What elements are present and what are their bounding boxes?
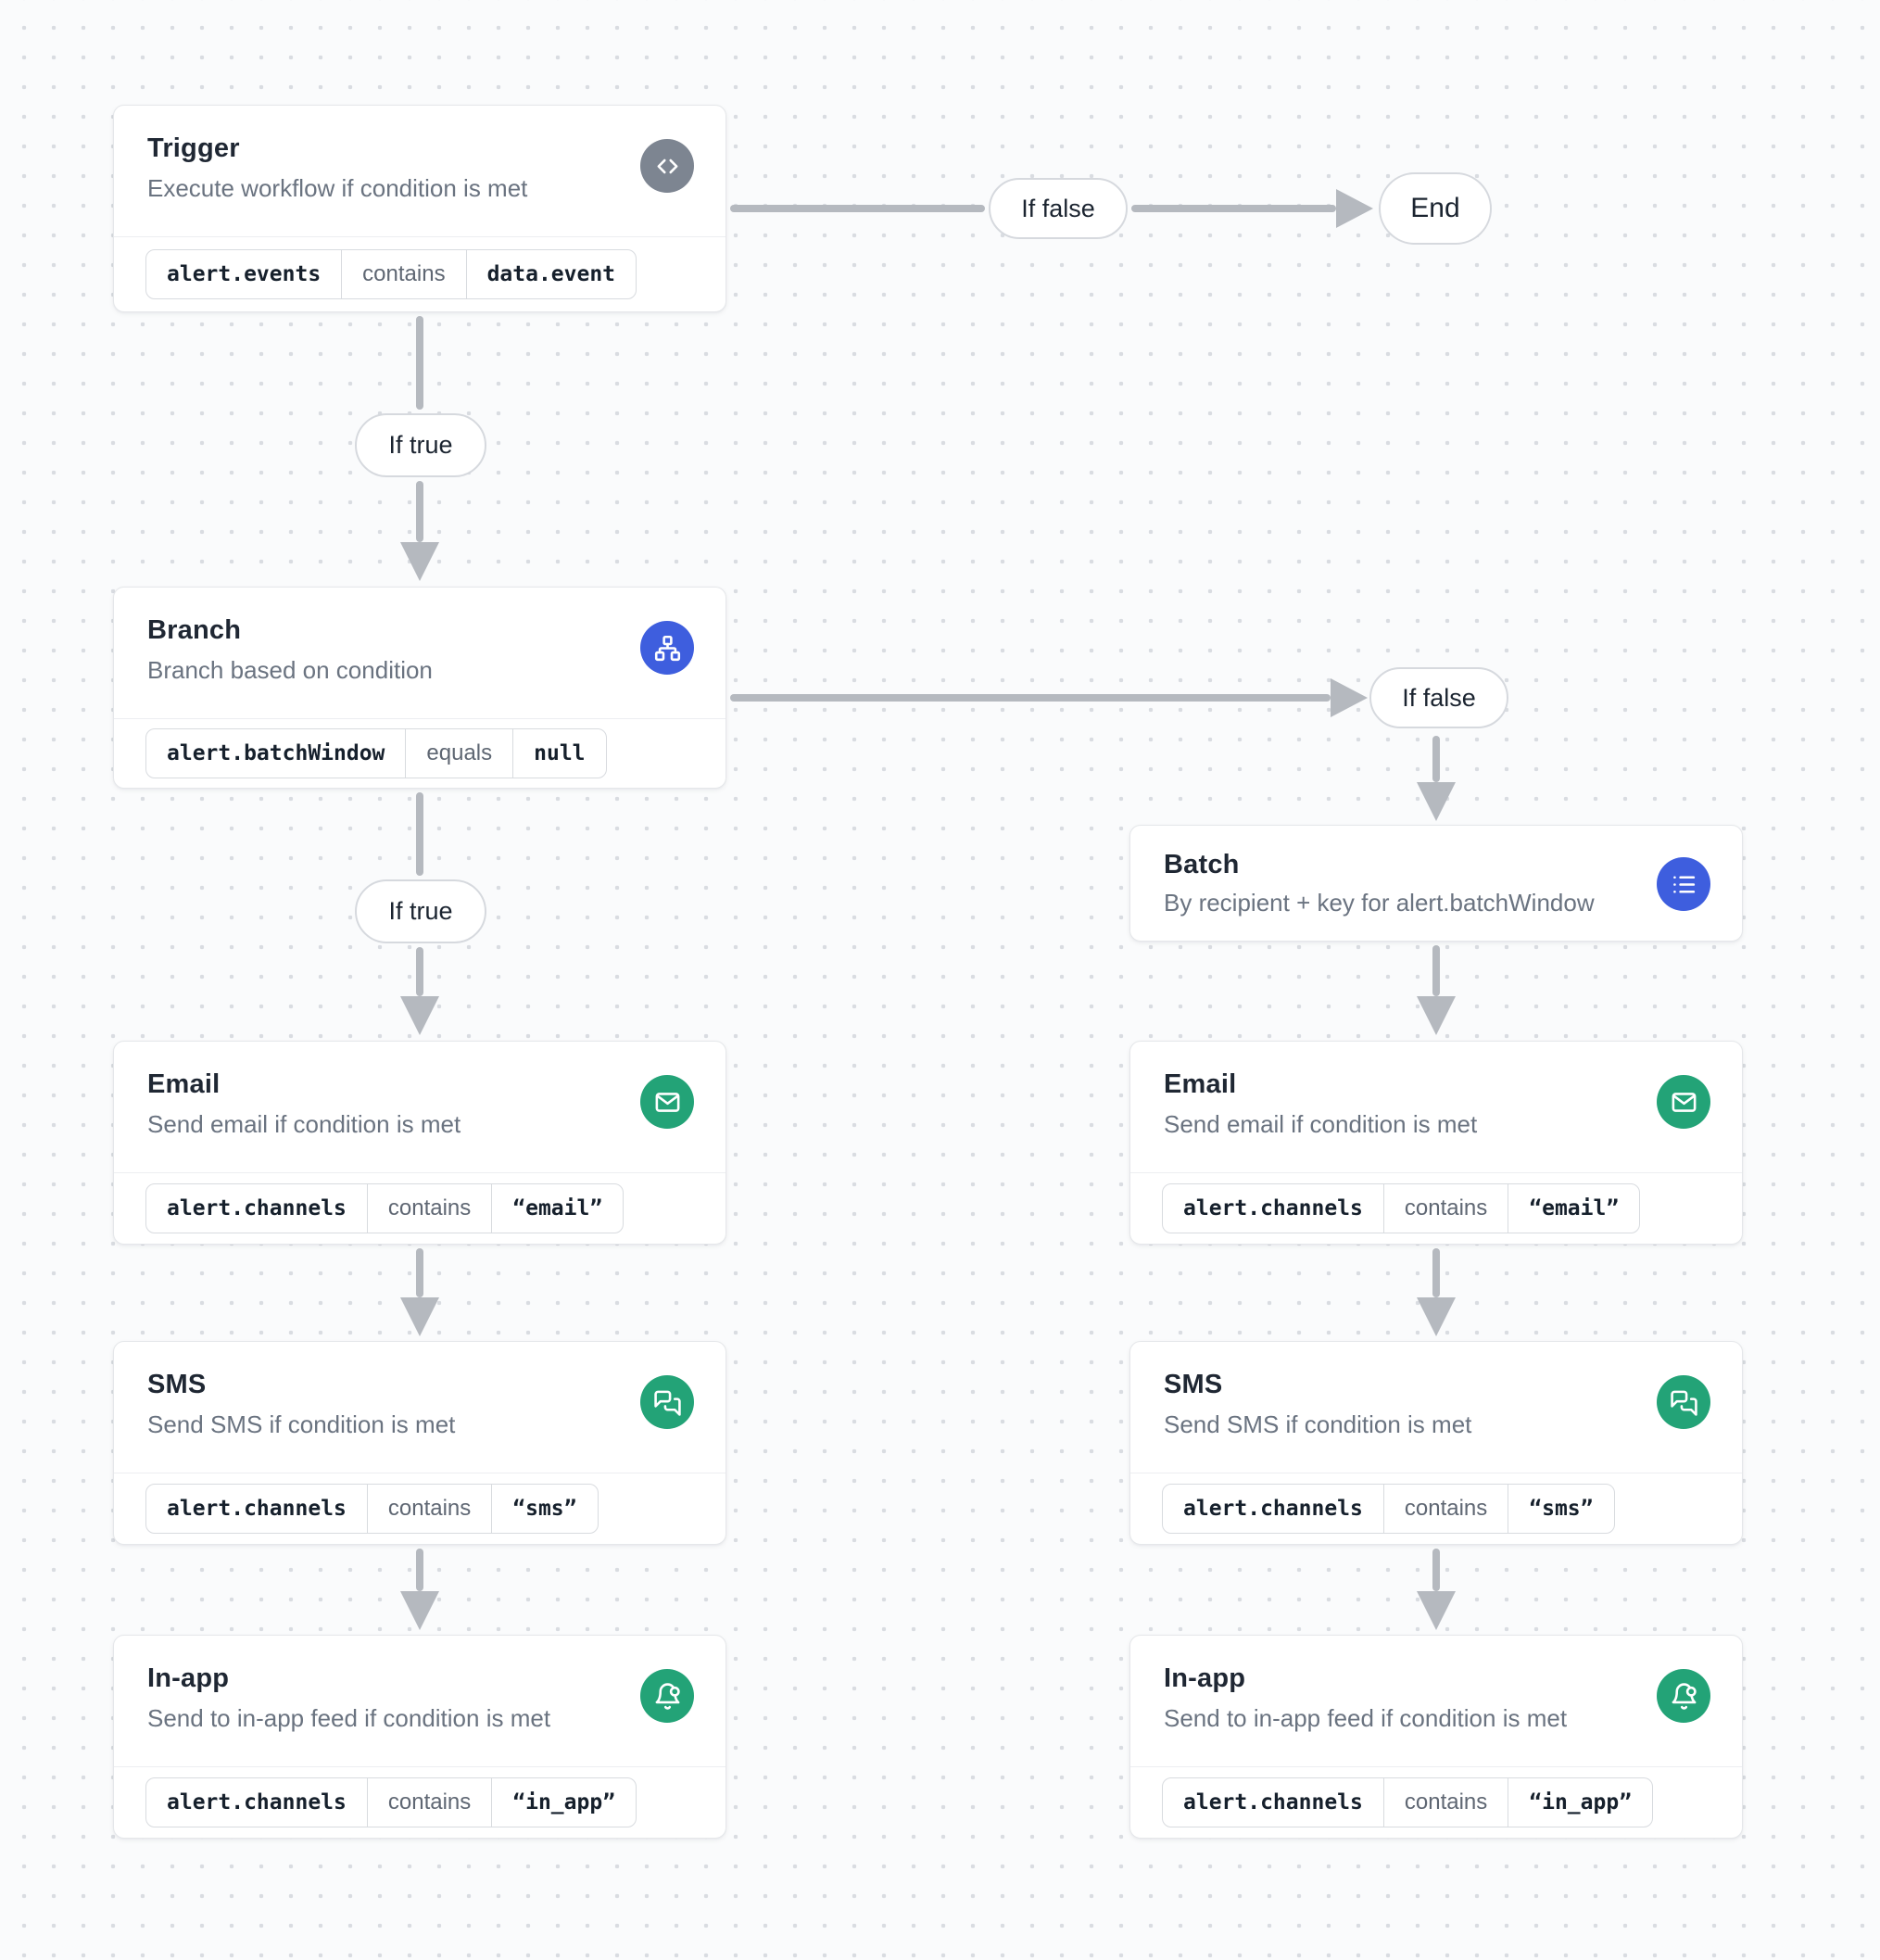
node-email-true[interactable]: Email Send email if condition is met ale… (113, 1041, 726, 1245)
edge-iftrue-to-email (416, 947, 423, 996)
condition-field: alert.events (167, 262, 322, 286)
condition-chip-group: alert.channels contains “sms” (1162, 1484, 1615, 1534)
node-title: In-app (1164, 1663, 1246, 1693)
condition-operator: contains (1382, 1184, 1508, 1233)
condition-operator: equals (405, 729, 512, 778)
arrowhead-to-inapp-left (400, 1591, 439, 1630)
sitemap-icon (640, 621, 694, 675)
edge-iffalse-to-batch (1432, 736, 1440, 782)
node-end[interactable]: End (1379, 172, 1492, 245)
node-inapp-true[interactable]: In-app Send to in-app feed if condition … (113, 1635, 726, 1839)
node-subtitle: Send email if condition is met (1164, 1110, 1478, 1138)
condition-field: alert.channels (167, 1790, 347, 1815)
node-batch[interactable]: Batch By recipient + key for alert.batch… (1129, 825, 1743, 942)
node-title: In-app (147, 1663, 230, 1693)
arrowhead-to-batch (1417, 782, 1456, 821)
node-subtitle: Execute workflow if condition is met (147, 174, 528, 202)
node-trigger[interactable]: Trigger Execute workflow if condition is… (113, 105, 726, 312)
condition-value: data.event (465, 250, 636, 298)
node-subtitle: Send SMS if condition is met (1164, 1410, 1472, 1438)
edge-email-to-sms-right (1432, 1248, 1440, 1297)
condition-chip-group: alert.batchWindow equals null (145, 728, 607, 778)
condition-field: alert.channels (167, 1196, 347, 1220)
node-sms-false[interactable]: SMS Send SMS if condition is met alert.c… (1129, 1341, 1743, 1545)
messages-icon (640, 1375, 694, 1429)
arrowhead-to-branch (400, 542, 439, 581)
arrowhead-to-email-left (400, 996, 439, 1035)
node-title: SMS (1164, 1370, 1223, 1399)
mail-icon (640, 1075, 694, 1129)
condition-field: alert.channels (1183, 1790, 1363, 1815)
condition-operator: contains (1382, 1485, 1508, 1533)
condition-field: alert.channels (167, 1497, 347, 1521)
condition-value: “email” (491, 1184, 623, 1233)
condition-operator: contains (1382, 1778, 1508, 1827)
condition-operator: contains (366, 1485, 491, 1533)
condition-chip-group: alert.channels contains “email” (1162, 1183, 1641, 1233)
edge-iftrue-to-branch (416, 481, 423, 542)
node-title: Email (1164, 1069, 1237, 1099)
condition-value: “in_app” (491, 1778, 636, 1827)
condition-chip-group: alert.channels contains “email” (145, 1183, 625, 1233)
node-title: SMS (147, 1370, 207, 1399)
arrowhead-to-iffalse (1331, 678, 1368, 717)
node-email-false[interactable]: Email Send email if condition is met ale… (1129, 1041, 1743, 1245)
condition-value: “sms” (491, 1485, 597, 1533)
bell-dot-icon (640, 1669, 694, 1723)
edge-label-if-true-top: If true (355, 413, 486, 477)
condition-operator: contains (366, 1184, 491, 1233)
code-icon (640, 139, 694, 193)
condition-value: “in_app” (1508, 1778, 1652, 1827)
edge-sms-to-inapp-right (1432, 1549, 1440, 1591)
condition-value: null (512, 729, 605, 778)
edge-batch-to-email (1432, 945, 1440, 996)
mail-icon (1657, 1075, 1710, 1129)
node-subtitle: Send to in-app feed if condition is met (147, 1704, 551, 1732)
node-title: Batch (1164, 849, 1240, 879)
node-sms-true[interactable]: SMS Send SMS if condition is met alert.c… (113, 1341, 726, 1545)
condition-chip-group: alert.channels contains “in_app” (145, 1777, 637, 1827)
condition-value: “sms” (1508, 1485, 1613, 1533)
node-subtitle: By recipient + key for alert.batchWindow (1164, 888, 1595, 917)
arrowhead-to-inapp-right (1417, 1591, 1456, 1630)
node-subtitle: Send to in-app feed if condition is met (1164, 1704, 1568, 1732)
node-branch[interactable]: Branch Branch based on condition alert.b… (113, 587, 726, 789)
arrowhead-to-sms-left (400, 1297, 439, 1336)
bell-dot-icon (1657, 1669, 1710, 1723)
edge-branch-to-iffalse (730, 694, 1331, 702)
node-subtitle: Branch based on condition (147, 656, 433, 684)
arrowhead-to-email-right (1417, 996, 1456, 1035)
condition-field: alert.channels (1183, 1497, 1363, 1521)
edge-branch-to-iftrue (416, 792, 423, 876)
arrowhead-to-end (1336, 189, 1373, 228)
edge-label-if-true-bottom: If true (355, 879, 486, 943)
edge-trigger-to-iffalse (730, 205, 985, 212)
condition-chip-group: alert.channels contains “sms” (145, 1484, 599, 1534)
node-subtitle: Send email if condition is met (147, 1110, 461, 1138)
list-icon (1657, 857, 1710, 911)
node-title: Email (147, 1069, 221, 1099)
condition-chip-group: alert.events contains data.event (145, 249, 637, 299)
edge-label-if-false-top: If false (989, 178, 1128, 239)
node-title: Branch (147, 615, 242, 645)
condition-field: alert.channels (1183, 1196, 1363, 1220)
edge-label-if-false-bottom: If false (1369, 667, 1508, 728)
condition-field: alert.batchWindow (167, 741, 385, 765)
edge-iffalse-to-end (1131, 205, 1336, 212)
messages-icon (1657, 1375, 1710, 1429)
node-subtitle: Send SMS if condition is met (147, 1410, 456, 1438)
edge-email-to-sms-left (416, 1248, 423, 1297)
arrowhead-to-sms-right (1417, 1297, 1456, 1336)
node-inapp-false[interactable]: In-app Send to in-app feed if condition … (1129, 1635, 1743, 1839)
edge-trigger-to-iftrue (416, 316, 423, 410)
edge-sms-to-inapp-left (416, 1549, 423, 1591)
condition-operator: contains (366, 1778, 491, 1827)
condition-operator: contains (341, 250, 465, 298)
node-title: Trigger (147, 133, 240, 163)
condition-value: “email” (1508, 1184, 1639, 1233)
condition-chip-group: alert.channels contains “in_app” (1162, 1777, 1654, 1827)
